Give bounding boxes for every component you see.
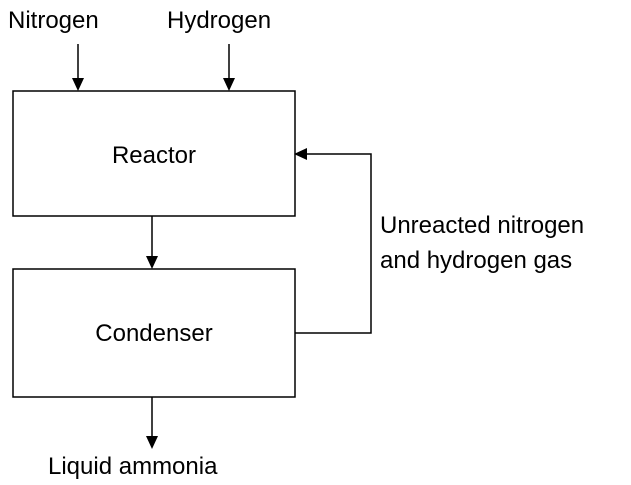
recycle-arrow: [294, 148, 372, 334]
nitrogen-arrow: [72, 44, 84, 91]
condenser-node: Condenser: [12, 268, 296, 398]
reactor-label: Reactor: [112, 142, 196, 169]
reactor-to-condenser-arrow: [146, 216, 158, 269]
condenser-label: Condenser: [95, 320, 212, 347]
hydrogen-input-label: Hydrogen: [167, 7, 271, 34]
nitrogen-input-label: Nitrogen: [8, 7, 99, 34]
reactor-box: [12, 90, 296, 217]
recycle-label-line2: and hydrogen gas: [380, 247, 572, 274]
liquid-ammonia-output-label: Liquid ammonia: [48, 453, 218, 480]
reactor-node: Reactor: [12, 90, 296, 217]
condenser-box: [12, 268, 296, 398]
recycle-label-line1: Unreacted nitrogen: [380, 212, 584, 239]
output-arrow: [146, 397, 158, 449]
hydrogen-arrow: [223, 44, 235, 91]
